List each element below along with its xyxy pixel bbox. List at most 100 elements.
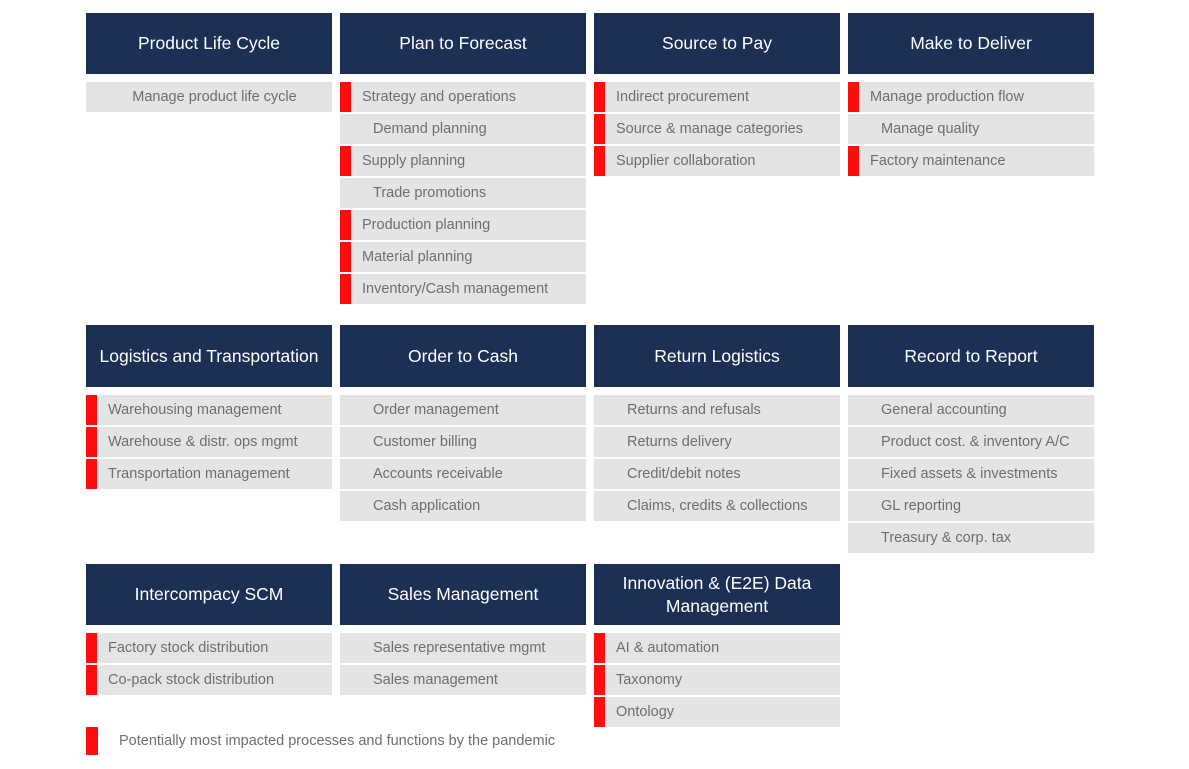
process-item[interactable]: GL reporting <box>848 491 1094 521</box>
process-item-label: Customer billing <box>373 434 477 450</box>
process-item[interactable]: Material planning <box>340 242 586 272</box>
process-item-label: Trade promotions <box>373 185 487 201</box>
impact-flag-icon <box>594 665 605 695</box>
impact-flag-placeholder-icon <box>848 395 859 425</box>
impact-flag-placeholder-icon <box>340 395 351 425</box>
impact-flag-placeholder-icon <box>594 459 605 489</box>
process-item-label: Inventory/Cash management <box>362 281 549 297</box>
impact-flag-icon <box>340 242 351 272</box>
process-item[interactable]: Returns and refusals <box>594 395 840 425</box>
process-item[interactable]: Ontology <box>594 697 840 727</box>
process-item-label: Transportation management <box>108 466 290 482</box>
process-item[interactable]: General accounting <box>848 395 1094 425</box>
process-item[interactable]: Manage quality <box>848 114 1094 144</box>
process-group-header[interactable]: Innovation & (E2E) Data Management <box>594 564 840 625</box>
process-item[interactable]: Fixed assets & investments <box>848 459 1094 489</box>
process-item-label: Manage product life cycle <box>132 89 297 105</box>
impact-flag-placeholder-icon <box>340 633 351 663</box>
impact-flag-placeholder-icon <box>340 178 351 208</box>
process-item[interactable]: Order management <box>340 395 586 425</box>
process-item[interactable]: Sales management <box>340 665 586 695</box>
process-item[interactable]: Manage product life cycle <box>86 82 332 112</box>
process-item[interactable]: Factory maintenance <box>848 146 1094 176</box>
process-item-label: Credit/debit notes <box>627 466 741 482</box>
process-group-header[interactable]: Sales Management <box>340 564 586 625</box>
process-item-label: General accounting <box>881 402 1007 418</box>
process-item[interactable]: Sales representative mgmt <box>340 633 586 663</box>
process-group-header[interactable]: Order to Cash <box>340 325 586 387</box>
process-group-header[interactable]: Make to Deliver <box>848 13 1094 74</box>
process-item[interactable]: Factory stock distribution <box>86 633 332 663</box>
process-item[interactable]: Trade promotions <box>340 178 586 208</box>
process-item[interactable]: Strategy and operations <box>340 82 586 112</box>
impact-flag-placeholder-icon <box>340 427 351 457</box>
process-group-header[interactable]: Logistics and Transportation <box>86 325 332 387</box>
process-group-header[interactable]: Source to Pay <box>594 13 840 74</box>
process-item[interactable]: Claims, credits & collections <box>594 491 840 521</box>
process-item[interactable]: Supplier collaboration <box>594 146 840 176</box>
process-item[interactable]: AI & automation <box>594 633 840 663</box>
process-item[interactable]: Product cost. & inventory A/C <box>848 427 1094 457</box>
process-item-list: Manage product life cycle <box>86 82 332 114</box>
process-item[interactable]: Manage production flow <box>848 82 1094 112</box>
process-item[interactable]: Transportation management <box>86 459 332 489</box>
impact-flag-icon <box>86 665 97 695</box>
process-item[interactable]: Source & manage categories <box>594 114 840 144</box>
impact-flag-placeholder-icon <box>86 82 97 112</box>
impact-flag-icon <box>340 82 351 112</box>
process-group-header[interactable]: Product Life Cycle <box>86 13 332 74</box>
process-item[interactable]: Production planning <box>340 210 586 240</box>
process-item[interactable]: Demand planning <box>340 114 586 144</box>
process-item[interactable]: Accounts receivable <box>340 459 586 489</box>
process-item[interactable]: Taxonomy <box>594 665 840 695</box>
legend: Potentially most impacted processes and … <box>86 727 555 755</box>
process-item[interactable]: Supply planning <box>340 146 586 176</box>
process-item-label: Claims, credits & collections <box>627 498 808 514</box>
process-item[interactable]: Warehousing management <box>86 395 332 425</box>
process-item[interactable]: Customer billing <box>340 427 586 457</box>
process-item[interactable]: Indirect procurement <box>594 82 840 112</box>
process-item-label: Manage production flow <box>870 89 1024 105</box>
process-item[interactable]: Co-pack stock distribution <box>86 665 332 695</box>
process-item-label: GL reporting <box>881 498 962 514</box>
process-item[interactable]: Treasury & corp. tax <box>848 523 1094 553</box>
legend-label: Potentially most impacted processes and … <box>119 733 556 749</box>
process-item[interactable]: Credit/debit notes <box>594 459 840 489</box>
process-item-label: Warehousing management <box>108 402 282 418</box>
process-group-header[interactable]: Record to Report <box>848 325 1094 387</box>
impact-flag-icon <box>594 146 605 176</box>
impact-flag-placeholder-icon <box>848 427 859 457</box>
impact-flag-icon <box>594 82 605 112</box>
process-item-label: Returns and refusals <box>627 402 761 418</box>
process-item-label: Fixed assets & investments <box>881 466 1058 482</box>
impact-flag-icon <box>340 274 351 304</box>
impact-flag-icon <box>340 210 351 240</box>
process-group-header[interactable]: Plan to Forecast <box>340 13 586 74</box>
process-item-label: Returns delivery <box>627 434 732 450</box>
process-item-label: Production planning <box>362 217 491 233</box>
process-group-header[interactable]: Intercompacy SCM <box>86 564 332 625</box>
impact-flag-icon <box>340 146 351 176</box>
process-item-label: Factory stock distribution <box>108 640 269 656</box>
process-item-label: Cash application <box>373 498 481 514</box>
process-item-label: Co-pack stock distribution <box>108 672 275 688</box>
process-item[interactable]: Returns delivery <box>594 427 840 457</box>
process-item[interactable]: Cash application <box>340 491 586 521</box>
process-item-label: Accounts receivable <box>373 466 503 482</box>
process-item[interactable]: Inventory/Cash management <box>340 274 586 304</box>
process-item[interactable]: Warehouse & distr. ops mgmt <box>86 427 332 457</box>
impact-flag-icon <box>594 633 605 663</box>
process-group-header[interactable]: Return Logistics <box>594 325 840 387</box>
impact-flag-icon <box>594 697 605 727</box>
